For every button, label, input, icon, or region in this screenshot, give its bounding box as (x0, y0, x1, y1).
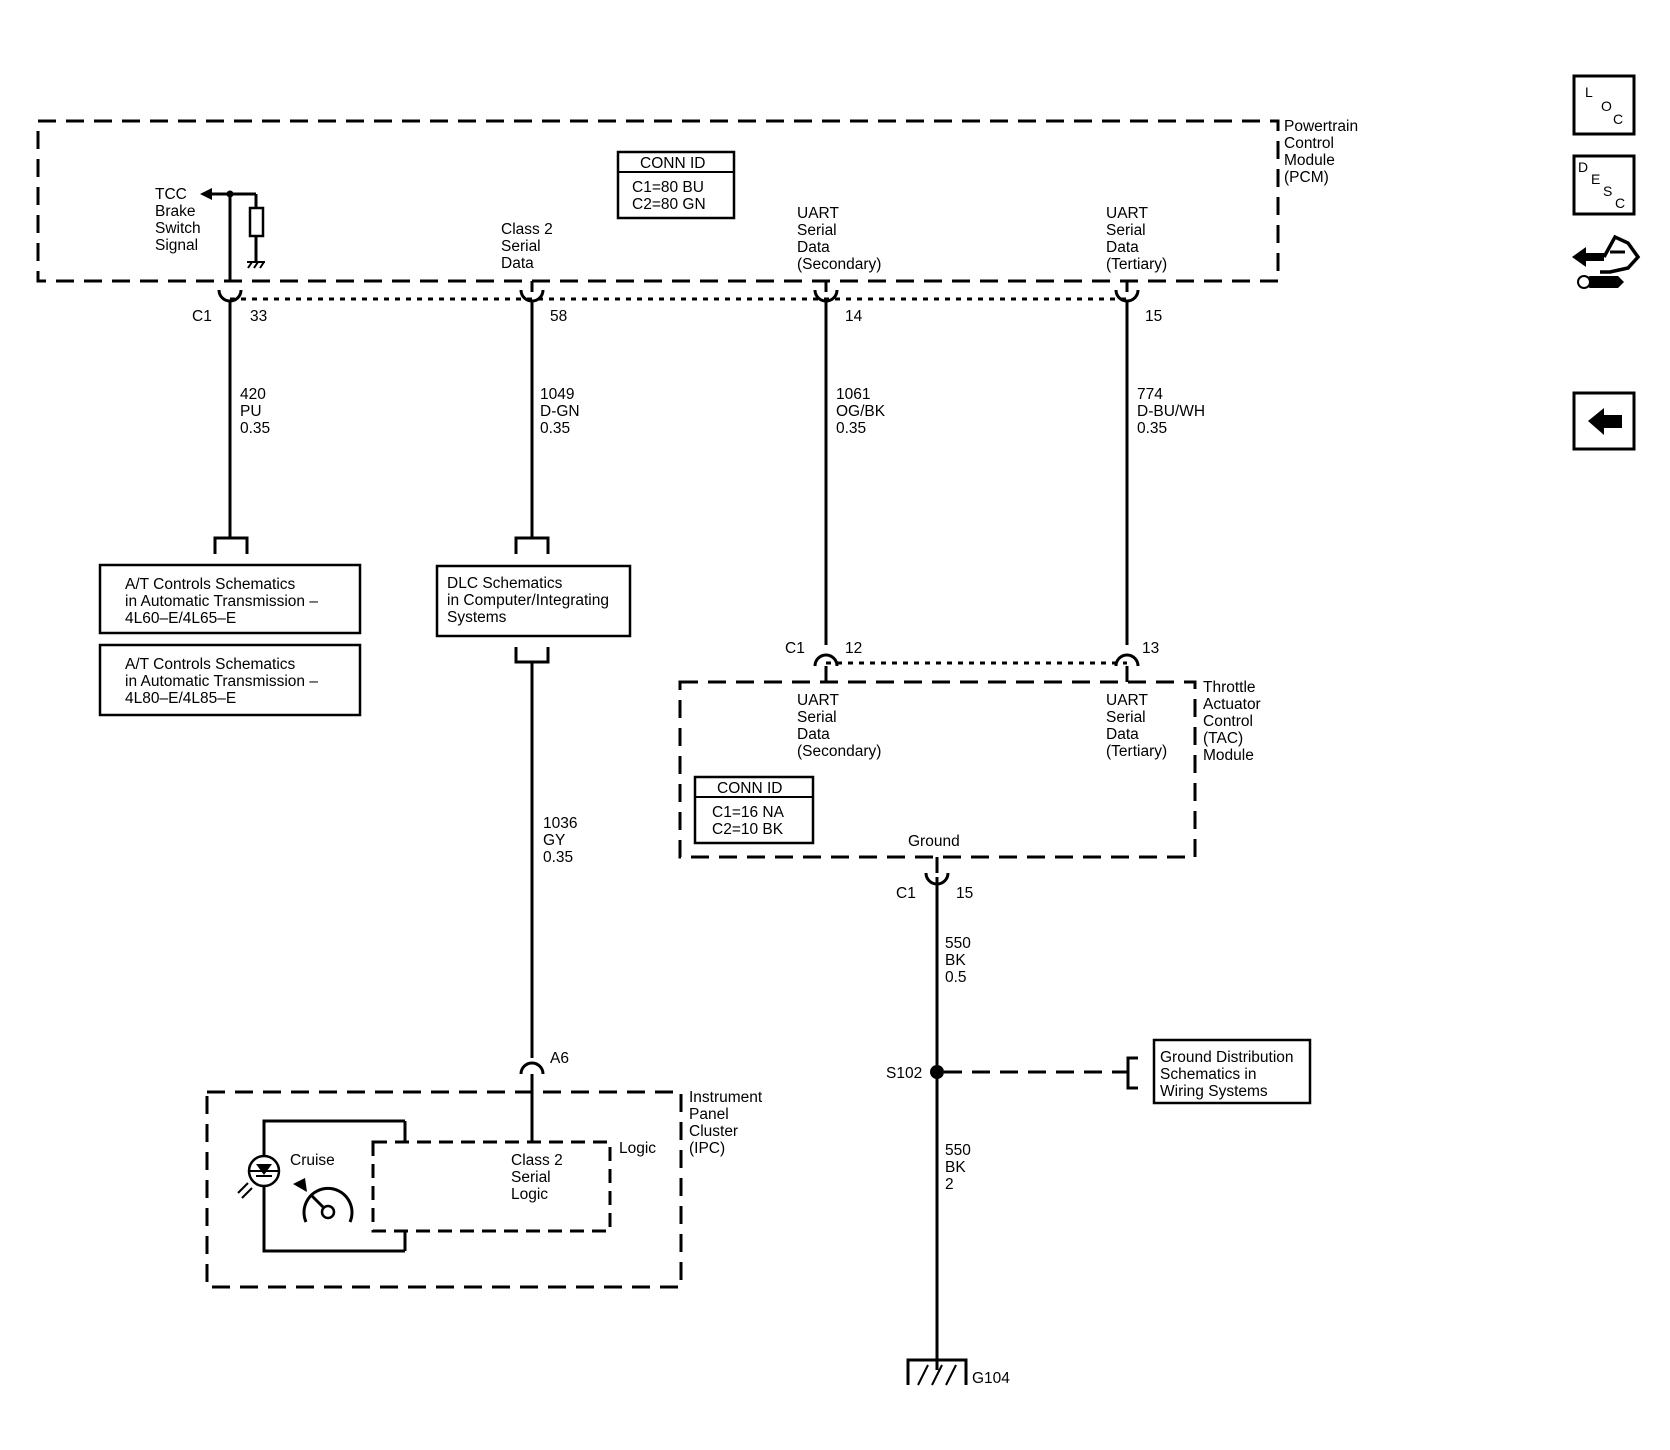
svg-text:C1: C1 (785, 640, 805, 657)
desc-button[interactable]: D E S C (1572, 154, 1636, 216)
pcm-connector-label: C1 (192, 308, 212, 325)
svg-text:O: O (1601, 98, 1612, 114)
splice-s102: S102 (886, 1056, 1138, 1090)
pcm-conn-id: CONN ID C1=80 BU C2=80 GN (616, 150, 736, 220)
cruise-indicator-lamp-icon (237, 1154, 281, 1199)
loc-button[interactable]: L O C (1572, 74, 1636, 136)
service-info-icon[interactable] (1572, 234, 1641, 289)
ground-g104-label: G104 (972, 1370, 1010, 1387)
tac-name: Throttle Actuator Control (TAC) Module (1203, 679, 1265, 764)
back-button[interactable] (1572, 391, 1636, 451)
pin-33: 33 (250, 308, 267, 325)
tac-module: Throttle Actuator Control (TAC) Module U… (678, 679, 1265, 859)
pcm-uart-secondary-label: UART Serial Data (Secondary) (797, 205, 881, 273)
pcm-name: Powertrain Control Module (PCM) (1284, 118, 1362, 186)
svg-text:C: C (1613, 111, 1623, 127)
pin-58: 58 (550, 308, 567, 325)
svg-text:C: C (1615, 195, 1625, 211)
back-arrow-icon (1588, 408, 1622, 435)
tac-connector-c1: C1 12 13 (785, 640, 1159, 682)
pin-15: 15 (1145, 308, 1162, 325)
tcc-brake-switch-label: TCC Brake Switch Signal (155, 186, 205, 254)
svg-text:C2=10 BK: C2=10 BK (712, 821, 784, 838)
svg-text:D: D (1578, 159, 1588, 175)
svg-text:13: 13 (1142, 640, 1159, 657)
svg-text:S: S (1603, 183, 1612, 199)
svg-text:C1=16 NA: C1=16 NA (712, 804, 785, 821)
svg-text:CONN ID: CONN ID (717, 780, 782, 797)
ipc-cruise-label: Cruise (290, 1152, 335, 1169)
tcc-input-circuit (200, 188, 265, 281)
ipc-connector-a6: A6 (519, 1050, 569, 1142)
tac-ground-connector: C1 15 (896, 857, 973, 1370)
tac-uart-secondary-label: UART Serial Data (Secondary) (797, 692, 881, 760)
ground-g104: G104 (906, 1358, 1010, 1387)
class2-serial-data-label: Class 2 Serial Data (501, 221, 557, 272)
tac-ground-label: Ground (908, 833, 960, 850)
svg-text:S102: S102 (886, 1065, 922, 1082)
svg-text:C1: C1 (896, 885, 916, 902)
ipc-module: Instrument Panel Cluster (IPC) Logic Cla… (205, 1089, 767, 1289)
pcm-connector-c1: C1 33 58 14 15 (192, 281, 1162, 325)
speedometer-icon (293, 1178, 354, 1223)
svg-text:A6: A6 (550, 1050, 569, 1067)
ipc-class2-label: Class 2 Serial Logic (511, 1152, 567, 1203)
ipc-logic-label: Logic (619, 1140, 656, 1157)
pin-14: 14 (845, 308, 863, 325)
svg-text:C1=80 BU: C1=80 BU (632, 179, 704, 196)
tac-uart-tertiary-label: UART Serial Data (Tertiary) (1106, 692, 1167, 760)
svg-text:L: L (1585, 84, 1593, 100)
svg-text:15: 15 (956, 885, 973, 902)
svg-text:E: E (1591, 171, 1600, 187)
pcm-uart-tertiary-label: UART Serial Data (Tertiary) (1106, 205, 1167, 273)
pcm-module: Powertrain Control Module (PCM) CONN ID … (36, 118, 1362, 283)
svg-text:12: 12 (845, 640, 862, 657)
tac-conn-id: CONN ID C1=16 NA C2=10 BK (693, 775, 815, 845)
svg-text:C2=80 GN: C2=80 GN (632, 196, 706, 213)
svg-text:CONN ID: CONN ID (640, 155, 705, 172)
ipc-name: Instrument Panel Cluster (IPC) (689, 1089, 767, 1157)
